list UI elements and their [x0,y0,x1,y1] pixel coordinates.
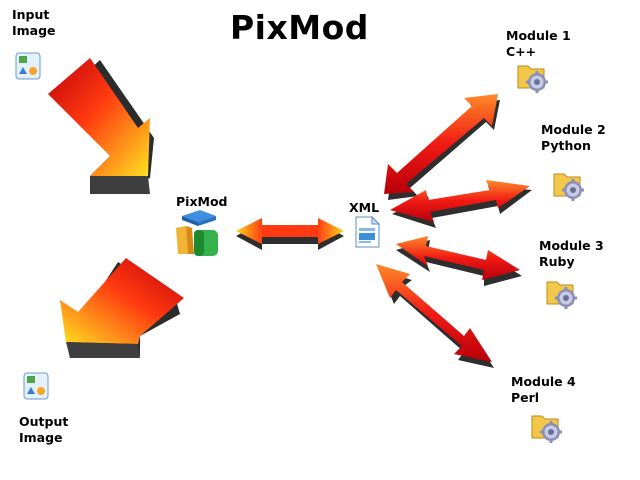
xml-module3-arrow [396,236,522,286]
xml-module4-arrow [376,264,494,368]
module-3-gear-folder-icon [546,281,577,309]
input-image-label: Input Image [12,7,56,38]
output-image-file-icon [23,372,49,400]
output-image-label: Output Image [19,414,69,445]
input-to-core-arrow [48,58,154,194]
xml-module2-arrow [390,180,532,228]
core-label: PixMod [176,194,228,209]
xml-document-icon [355,216,381,248]
module-4-label: Module 4 Perl [511,374,576,405]
module-1-label: Module 1 C++ [506,28,571,59]
diagram-title: PixMod [230,8,369,47]
module-3-label: Module 3 Ruby [539,238,604,269]
core-to-output-arrow [60,258,184,358]
xml-module1-arrow [384,94,500,200]
module-2-gear-folder-icon [553,173,584,201]
input-image-file-icon [15,52,41,80]
module-2-label: Module 2 Python [541,122,606,153]
module-1-gear-folder-icon [517,65,548,93]
core-xml-arrow [236,218,344,250]
module-4-gear-folder-icon [531,415,562,443]
pixmod-blocks-icon [176,210,218,256]
xml-label: XML [349,200,380,215]
